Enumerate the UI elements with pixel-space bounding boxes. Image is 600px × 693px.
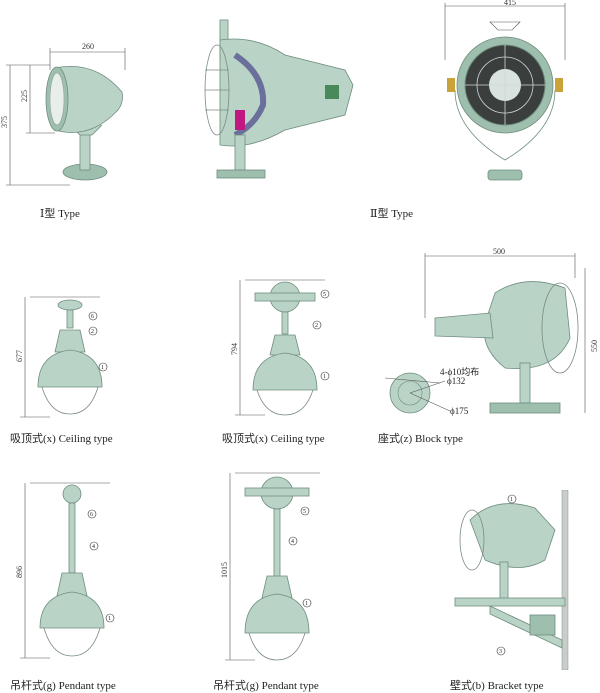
left-knob [447, 78, 455, 92]
hanger-box [62, 484, 82, 504]
neck [54, 329, 86, 353]
block-note-holes: 4-ϕ10均布 [440, 367, 480, 377]
lamp-dome [244, 593, 310, 634]
type1-total-height-dim: 375 [0, 116, 9, 128]
neck [269, 334, 301, 356]
lamp-dome [39, 591, 105, 629]
callout-4: 4 [291, 539, 294, 545]
ceiling2-caption: 吸顶式(x) Ceiling type [222, 433, 325, 445]
callout-1: 1 [305, 601, 308, 607]
callout-4: 4 [92, 544, 95, 550]
type1-drawing: 260 225 375 [0, 42, 126, 186]
callout-1: 1 [510, 497, 513, 503]
width-dimension [444, 3, 566, 60]
junction-arms [244, 487, 310, 497]
lamp-guard [248, 632, 306, 661]
lamp-guard [43, 627, 101, 657]
base [489, 402, 561, 414]
ceiling2-drawing: 794 5 2 1 [230, 279, 330, 416]
rear-box [434, 312, 494, 339]
yoke-arm [454, 89, 556, 161]
block-width-dim: 500 [493, 248, 505, 256]
type1-caption: Ⅰ型 Type [40, 208, 80, 220]
type1-inner-height-dim: 225 [20, 90, 29, 102]
type2-width-dim: 415 [504, 0, 516, 7]
right-knob [555, 78, 563, 92]
ceiling1-caption: 吸顶式(x) Ceiling type [10, 433, 113, 445]
stem [66, 309, 74, 329]
top-bracket [489, 21, 521, 31]
bracket-caption: 壁式(b) Bracket type [450, 680, 544, 692]
wall [561, 490, 569, 670]
callout-6: 6 [91, 314, 94, 320]
stem [499, 561, 509, 601]
stand [519, 362, 531, 404]
lamp-guard [41, 386, 99, 415]
block-note-175: ϕ175 [450, 406, 469, 416]
lamp-dome [37, 349, 103, 388]
pendant1-drawing: 896 6 4 1 [15, 482, 115, 659]
base-plate [487, 169, 523, 181]
lamp-housing [54, 66, 123, 133]
block-housing [483, 281, 571, 369]
type2-front-drawing: 415 [444, 0, 566, 181]
rod [273, 508, 281, 578]
junction-box [529, 614, 556, 636]
front-guard [465, 45, 545, 125]
base-plate [216, 169, 266, 179]
type1-width-dim: 260 [82, 42, 94, 51]
type2-side-drawing [204, 19, 354, 179]
lamp-housing [469, 503, 556, 568]
reflector-section [233, 52, 267, 138]
type2-caption: Ⅱ型 Type [370, 208, 414, 220]
callout-2: 2 [315, 323, 318, 329]
front-guard [459, 509, 485, 571]
ceiling-box [57, 299, 83, 311]
callout-5: 5 [303, 509, 306, 515]
stand [234, 134, 246, 171]
front-guard [541, 282, 579, 374]
lamp-dome [252, 352, 318, 391]
ceiling1-drawing: 677 6 2 1 [15, 296, 108, 418]
callout-1: 1 [101, 365, 104, 371]
block-drawing: 500 550 [384, 248, 599, 414]
pendant1-height-dim: 896 [15, 566, 24, 578]
callout-2: 2 [91, 329, 94, 335]
block-height-dim: 550 [590, 340, 599, 352]
pendant1-caption: 吊杆式(g) Pendant type [10, 680, 116, 692]
pendant2-height-dim: 1015 [220, 562, 229, 578]
stem [281, 311, 289, 335]
callout-5: 5 [323, 292, 326, 298]
ballast-block [325, 85, 339, 99]
dimension-lines [6, 48, 126, 186]
callout-1: 1 [108, 616, 111, 622]
ceiling2-height-dim: 794 [230, 343, 239, 355]
lamp-guard [256, 389, 314, 416]
rod [68, 502, 76, 574]
bracket-drawing: 1 3 [454, 490, 569, 670]
callout-1: 1 [323, 374, 326, 380]
pendant2-drawing: 1015 5 4 1 [220, 472, 320, 661]
callout-3: 3 [499, 649, 502, 655]
internal-component [235, 110, 245, 130]
bracket-arm [454, 597, 566, 607]
block-caption: 座式(z) Block type [378, 433, 463, 445]
callout-6: 6 [90, 512, 93, 518]
block-note-132: ϕ132 [447, 376, 466, 386]
junction-arms [254, 292, 316, 302]
lamp-glass [49, 72, 65, 126]
pendant2-caption: 吊杆式(g) Pendant type [213, 680, 319, 692]
ceiling1-height-dim: 677 [15, 350, 24, 362]
